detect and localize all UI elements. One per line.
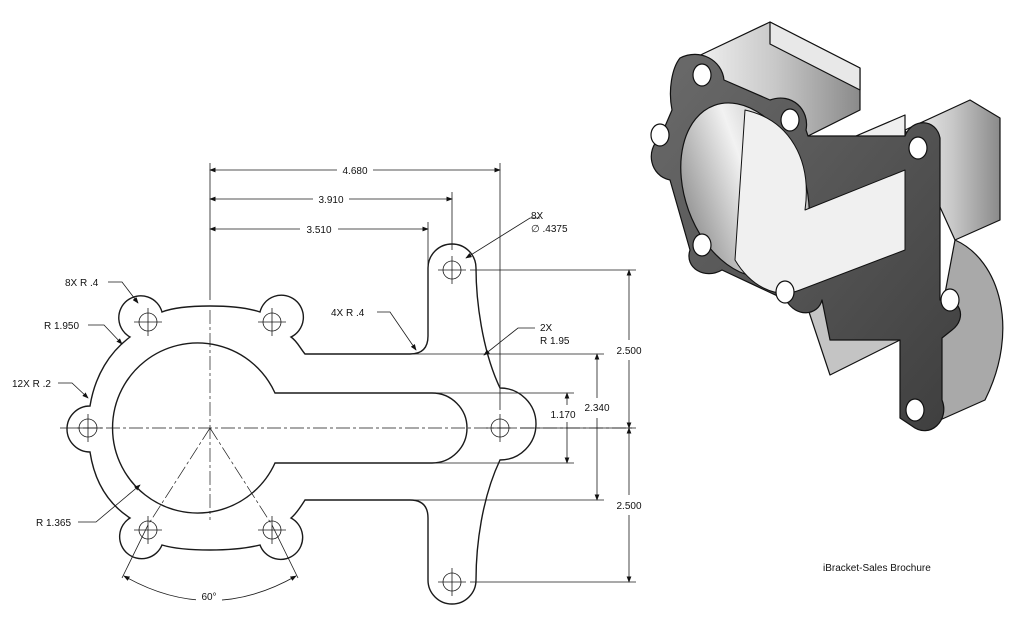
caption: iBracket-Sales Brochure xyxy=(823,563,931,574)
isometric-view xyxy=(650,21,1004,432)
dim-3910: 3.910 xyxy=(318,195,343,206)
callout-hole-dia: ∅ .4375 xyxy=(531,224,568,235)
plan-view: 4.680 3.910 3.510 2.500 2.340 1.170 2.50… xyxy=(12,163,642,605)
bore-slot-outline xyxy=(111,342,468,514)
callout-8x-r4: 8X R .4 xyxy=(65,278,99,289)
dim-2500-top: 2.500 xyxy=(616,346,641,357)
callout-12x-r2: 12X R .2 xyxy=(12,379,51,390)
callout-8x: 8X xyxy=(531,211,544,222)
callout-r195: R 1.95 xyxy=(540,336,570,347)
callout-2x: 2X xyxy=(540,323,553,334)
horizontal-dimensions xyxy=(209,163,501,410)
mounting-holes xyxy=(74,256,514,596)
callout-4x-r4: 4X R .4 xyxy=(331,308,365,319)
leaders xyxy=(58,217,540,523)
dim-4680: 4.680 xyxy=(342,166,367,177)
dim-2340: 2.340 xyxy=(584,403,609,414)
dim-1170: 1.170 xyxy=(550,410,575,421)
dim-2500-bottom: 2.500 xyxy=(616,501,641,512)
vertical-dimensions xyxy=(305,269,636,583)
dim-3510: 3.510 xyxy=(306,225,331,236)
callout-r1950: R 1.950 xyxy=(44,321,79,332)
dim-angle: 60° xyxy=(201,592,216,603)
part-outline xyxy=(66,243,537,605)
callout-r1365: R 1.365 xyxy=(36,518,71,529)
